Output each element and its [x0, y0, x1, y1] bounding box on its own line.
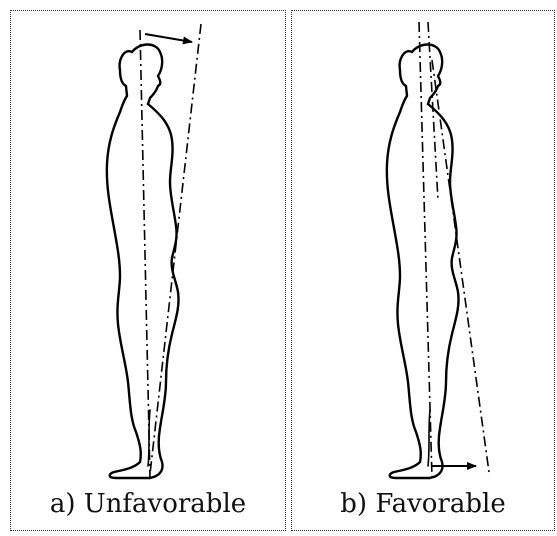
panel-b-caption: b) Favorable: [293, 484, 553, 524]
figure-b-vertical-line: [419, 22, 432, 478]
figure-a-tilt-line: [150, 24, 201, 474]
figure-a-arrow: [145, 34, 192, 42]
figure-b-silhouette: [387, 45, 459, 479]
panel-a-caption: a) Unfavorable: [12, 484, 284, 524]
figure-a-vertical-line: [140, 30, 150, 478]
figure-b-tilt-line: [432, 60, 489, 472]
figure-a-silhouette: [107, 45, 179, 479]
